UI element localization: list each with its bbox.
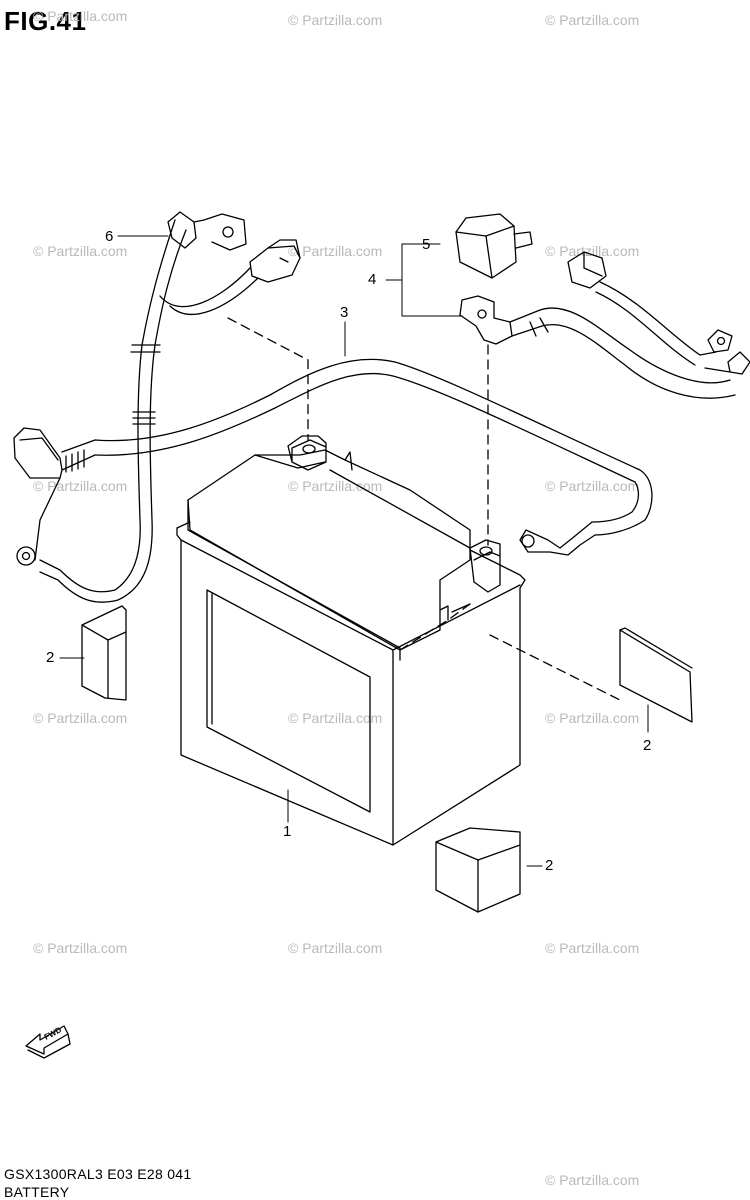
watermark: © Partzilla.com — [545, 478, 640, 494]
callout-number: 1 — [283, 823, 292, 840]
terminal-negative — [287, 435, 327, 471]
pad-bottom — [435, 827, 521, 913]
watermark: © Partzilla.com — [33, 940, 128, 956]
harness-6 — [16, 211, 301, 603]
figure-title: FIG.41 — [4, 6, 87, 36]
callout-leaders — [59, 235, 649, 867]
battery-cable-3 — [13, 358, 653, 561]
terminal-cover-5 — [455, 213, 533, 279]
watermark: © Partzilla.com — [545, 710, 640, 726]
watermark: © Partzilla.com — [545, 1172, 640, 1188]
watermark: © Partzilla.com — [288, 12, 383, 28]
positive-cable-4 — [459, 251, 750, 399]
fwd-arrow-icon — [25, 1025, 71, 1059]
watermark: © Partzilla.com — [288, 478, 383, 494]
watermark: © Partzilla.com — [545, 243, 640, 259]
callout-number: 5 — [422, 236, 431, 253]
pad-left — [81, 605, 127, 701]
terminal-positive — [469, 539, 501, 593]
callout-number: 3 — [340, 304, 349, 321]
callout-number: 2 — [46, 649, 55, 666]
watermark: © Partzilla.com — [33, 8, 128, 24]
callout-number: 4 — [368, 271, 377, 288]
watermark: © Partzilla.com — [33, 478, 128, 494]
battery-part — [176, 449, 526, 846]
watermark: © Partzilla.com — [288, 940, 383, 956]
watermark: © Partzilla.com — [33, 710, 128, 726]
callout-number: 6 — [105, 228, 114, 245]
watermark: © Partzilla.com — [545, 12, 640, 28]
section-name: BATTERY — [4, 1184, 70, 1200]
pad-right — [619, 627, 693, 723]
watermark: © Partzilla.com — [545, 940, 640, 956]
watermark: © Partzilla.com — [33, 243, 128, 259]
callout-number: 2 — [545, 857, 554, 874]
callout-number: 2 — [643, 737, 652, 754]
model-code: GSX1300RAL3 E03 E28 041 — [4, 1166, 192, 1182]
leader-dashes — [227, 317, 621, 701]
watermark: © Partzilla.com — [288, 710, 383, 726]
watermark: © Partzilla.com — [288, 243, 383, 259]
